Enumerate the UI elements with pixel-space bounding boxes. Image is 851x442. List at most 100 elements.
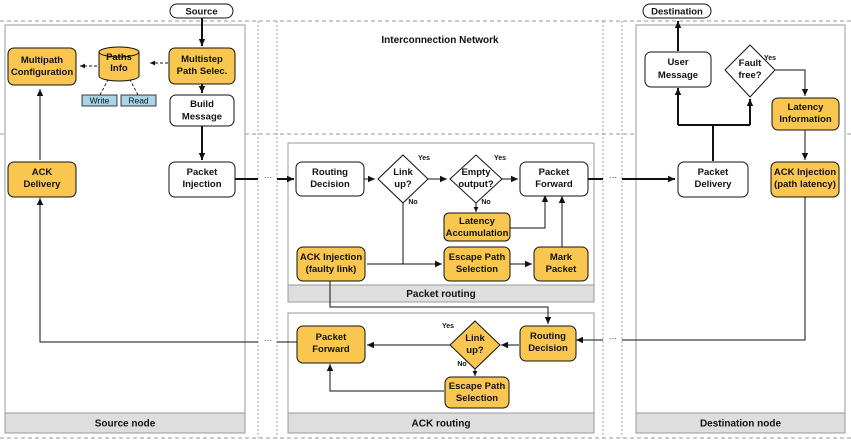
ack-delivery-box: [7, 161, 77, 198]
ack-escape-path-line1: Escape Path: [449, 381, 506, 392]
yes-label-faultfree: Yes: [764, 55, 776, 62]
link-up-line1: Link: [393, 167, 413, 178]
ack-injection-latency-line1: ACK Injection: [774, 167, 836, 178]
edge-latency-forward: [510, 195, 549, 229]
multistep-path-selection-box: [168, 47, 236, 85]
paths-info-cylinder: [98, 46, 140, 82]
latency-accumulation-box: [443, 212, 511, 242]
ack-packet-forward-box: [296, 325, 366, 364]
edge-to-ack-delivery: [36, 198, 258, 343]
multipath-configuration-line2: Configuration: [11, 67, 73, 78]
build-message-line2: Message: [182, 112, 222, 123]
link-up-decision: [377, 154, 429, 204]
ellipsis-left-bottom: ···: [264, 335, 273, 345]
ack-escape-path-line2: Selection: [456, 393, 498, 404]
write-tag: [81, 94, 118, 107]
latency-accumulation-line2: Accumulation: [446, 228, 509, 239]
routing-decision-line1: Routing: [312, 167, 348, 178]
routing-decision-line2: Decision: [310, 179, 350, 190]
ack-link-up-line1: Link: [465, 333, 485, 344]
ack-packet-forward-line1: Packet: [316, 332, 347, 343]
escape-path-selection-box: [443, 246, 511, 282]
no-label-acklinkup: No: [457, 361, 466, 368]
edge-ackescape-forward: [326, 364, 444, 392]
ack-delivery-line1: ACK: [32, 167, 53, 178]
escape-path-line2: Selection: [456, 264, 498, 275]
ack-injection-faulty-line2: (faulty link): [306, 264, 357, 275]
packet-injection-line1: Packet: [187, 167, 218, 178]
fault-free-line1: Fault: [739, 58, 763, 69]
ack-injection-latency-line2: (path latency): [774, 179, 836, 190]
packet-forward-line2: Forward: [535, 179, 573, 190]
no-label-empty: No: [481, 199, 490, 206]
ack-link-up-decision: [449, 320, 501, 370]
yes-label-linkup: Yes: [418, 155, 430, 162]
routing-decision-box: [295, 161, 365, 197]
ack-routing-label: ACK routing: [412, 419, 471, 430]
ellipsis-right-top: ···: [609, 172, 618, 182]
build-message-line1: Build: [190, 99, 214, 110]
packet-delivery-box: [677, 161, 749, 198]
interconnection-network-title: Interconnection Network: [381, 35, 499, 46]
source-node-footer: [4, 412, 246, 434]
write-label: Write: [90, 96, 110, 106]
edge-faulty-ackrouting: [329, 281, 552, 324]
ack-routing-decision-line2: Decision: [528, 343, 568, 354]
packet-forward-line1: Packet: [539, 167, 570, 178]
yes-label-acklinkup: Yes: [442, 323, 454, 330]
no-label-linkup: No: [408, 199, 417, 206]
multipath-configuration-box: [7, 47, 77, 86]
packet-forward-box: [519, 161, 589, 197]
destination-terminal: [642, 3, 712, 19]
edge-ackinjection-out: [622, 197, 806, 341]
link-up-line2: up?: [394, 179, 412, 190]
paths-info-line2: Info: [110, 63, 128, 74]
ellipsis-right-bottom: ···: [609, 333, 618, 343]
ellipsis-left-top: ···: [264, 172, 273, 182]
packet-injection-box: [168, 161, 236, 198]
packet-routing-label: Packet routing: [406, 289, 475, 300]
yes-label-empty: Yes: [494, 155, 506, 162]
mark-packet-line2: Packet: [546, 264, 577, 275]
read-tag: [120, 94, 157, 107]
ack-packet-forward-line2: Forward: [312, 344, 350, 355]
user-message-line1: User: [667, 57, 688, 68]
destination-label: Destination: [651, 7, 703, 18]
ack-injection-faulty-box: [296, 246, 366, 282]
source-terminal: [169, 3, 234, 19]
packet-routing-footer: [287, 284, 595, 303]
source-node-label: Source node: [95, 419, 156, 430]
ack-link-up-line2: up?: [466, 345, 484, 356]
source-label: Source: [185, 7, 217, 18]
ack-routing-decision-box: [519, 325, 577, 362]
packet-delivery-line1: Packet: [698, 167, 729, 178]
fault-free-decision: [724, 44, 776, 98]
empty-output-decision: [449, 154, 503, 204]
mark-packet-line1: Mark: [550, 252, 573, 263]
destination-node-label: Destination node: [700, 419, 782, 430]
ack-routing-decision-line1: Routing: [530, 331, 566, 342]
destination-node-footer: [635, 412, 846, 434]
edge-faultfree-latency: [775, 69, 809, 96]
source-node-panel: [4, 24, 246, 434]
packet-delivery-line2: Delivery: [695, 179, 733, 190]
ack-delivery-line2: Delivery: [24, 179, 62, 190]
ack-injection-latency-box: [770, 161, 840, 198]
latency-information-line2: Information: [779, 114, 831, 125]
empty-output-line1: Empty: [461, 167, 491, 178]
mark-packet-box: [533, 246, 589, 282]
multistep-line1: Multistep: [181, 54, 223, 65]
destination-node-panel: [635, 24, 846, 434]
user-message-box: [644, 51, 712, 88]
latency-information-line1: Latency: [788, 102, 825, 113]
build-message-box: [169, 94, 235, 127]
paths-info-line1: Paths: [106, 52, 132, 63]
empty-output-line2: output?: [458, 179, 494, 190]
packet-injection-line2: Injection: [182, 179, 221, 190]
multipath-configuration-line1: Multipath: [21, 55, 63, 66]
latency-information-box: [771, 97, 840, 131]
multistep-line2: Path Selec.: [177, 66, 228, 77]
read-label: Read: [128, 96, 149, 106]
ack-escape-path-box: [444, 376, 510, 409]
